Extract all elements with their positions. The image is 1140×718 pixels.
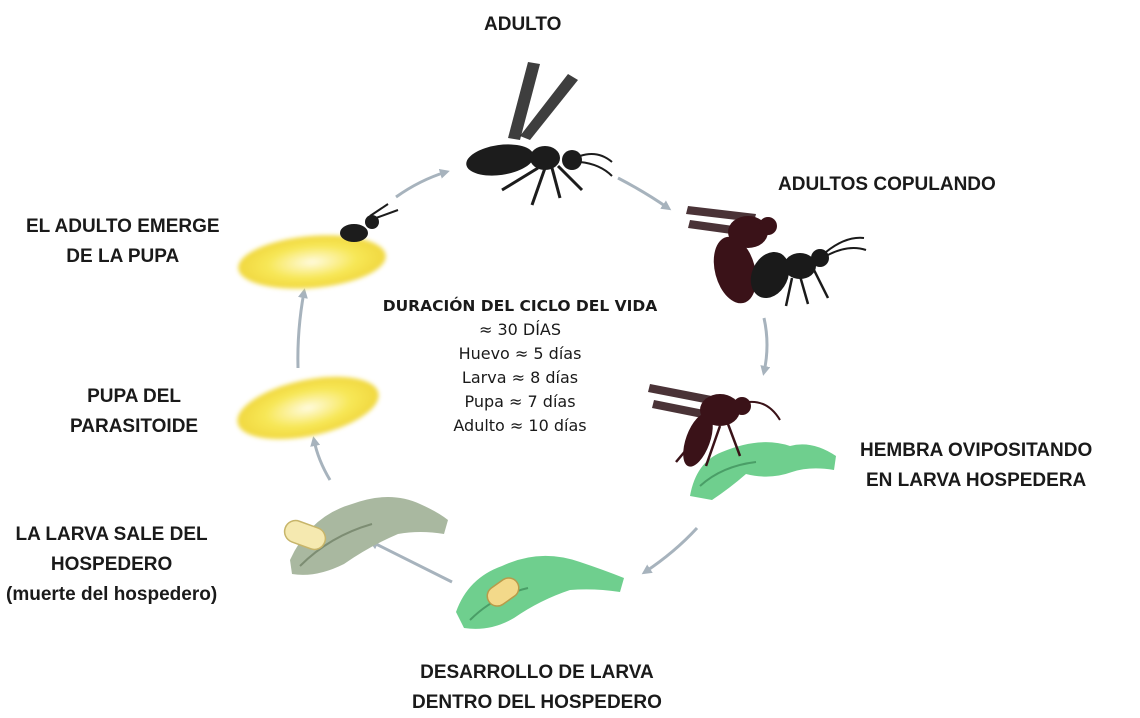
cycle-duration-summary: DURACIÓN DEL CICLO DEL VIDA ≈ 30 DÍAS Hu… xyxy=(360,294,680,438)
duration-egg: Huevo ≈ 5 días xyxy=(458,344,582,363)
label-emerge: EL ADULTO EMERGE DE LA PUPA xyxy=(26,216,220,267)
host-larva-development-icon xyxy=(456,555,624,629)
arrow-exit-to-pupa xyxy=(310,436,332,481)
duration-total: ≈ 30 DÍAS xyxy=(478,320,562,339)
label-mating: ADULTOS COPULANDO xyxy=(778,174,996,195)
label-adult: ADULTO xyxy=(484,14,562,35)
mating-adults-icon xyxy=(686,206,867,307)
duration-larva: Larva ≈ 8 días xyxy=(461,368,579,387)
duration-adult: Adulto ≈ 10 días xyxy=(453,416,587,435)
duration-title: DURACIÓN DEL CICLO DEL VIDA xyxy=(382,297,658,315)
label-ovipositing: HEMBRA OVIPOSITANDO EN LARVA HOSPEDERA xyxy=(860,440,1093,491)
label-larva-exits: LA LARVA SALE DEL HOSPEDERO (muerte del … xyxy=(6,524,218,605)
arrow-ovipositing-to-development xyxy=(641,526,699,575)
cycle-arrows xyxy=(296,168,771,584)
duration-pupa: Pupa ≈ 7 días xyxy=(464,392,576,411)
arrow-emerge-to-adult xyxy=(395,168,450,199)
label-development: DESARROLLO DE LARVA DENTRO DEL HOSPEDERO xyxy=(412,662,662,713)
parasitoid-pupa-icon xyxy=(237,376,379,440)
arrow-pupa-to-emerge xyxy=(296,288,308,369)
ovipositing-female-icon xyxy=(648,384,836,500)
arrow-development-to-exit xyxy=(368,540,453,584)
dead-host-larva-icon xyxy=(283,497,448,575)
label-pupa: PUPA DEL PARASITOIDE xyxy=(70,386,199,437)
adult-wasp-icon xyxy=(466,62,613,206)
arrow-adult-to-mating xyxy=(617,176,672,211)
arrow-mating-to-ovipositing xyxy=(760,317,771,376)
emerging-adult-icon xyxy=(238,203,399,289)
